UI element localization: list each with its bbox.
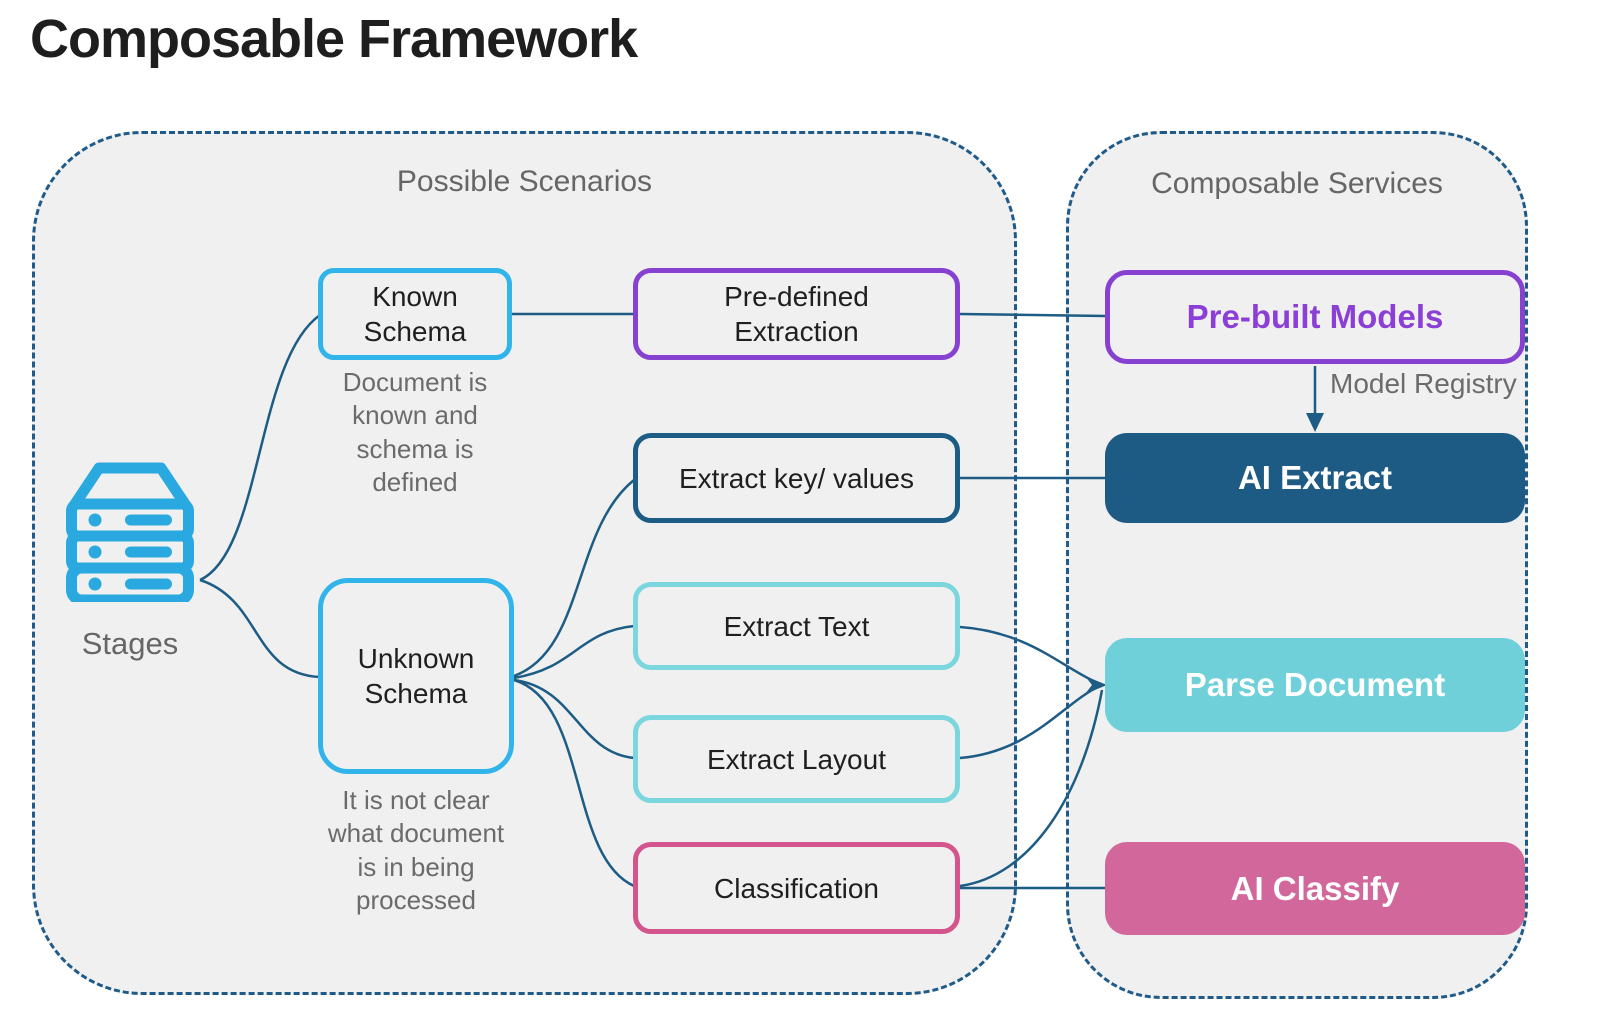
connector-unknown-schema-extract-layout	[513, 678, 635, 760]
stages-label: Stages	[81, 626, 179, 661]
connector-extract-text-parse-document	[959, 625, 1101, 686]
connector-extract-layout-parse-document	[959, 684, 1101, 760]
node-predefined-extraction: Pre-defined Extraction	[633, 268, 960, 360]
connector-predefined-extraction-prebuilt-models	[959, 312, 1106, 318]
node-prebuilt-models: Pre-built Models	[1105, 270, 1525, 364]
connector-unknown-schema-extract-key-values	[513, 479, 635, 678]
connector-unknown-schema-classification	[513, 678, 635, 888]
node-extract-key-values: Extract key/ values	[633, 433, 960, 523]
connector-unknown-schema-extract-text	[513, 624, 635, 680]
node-extract-text: Extract Text	[633, 582, 960, 670]
known-schema-caption: Document is known and schema is defined	[342, 367, 488, 497]
possible-scenarios-label: Possible Scenarios	[396, 165, 653, 198]
model-registry-label: Model Registry	[1330, 368, 1517, 399]
node-ai-extract: AI Extract	[1105, 433, 1525, 523]
node-known-schema: Known Schema	[318, 268, 512, 360]
connector-classification-parse-document	[959, 689, 1104, 888]
node-extract-layout: Extract Layout	[633, 715, 960, 803]
node-ai-classify: AI Classify	[1105, 842, 1525, 935]
connector-stages-unknown-schema	[199, 578, 321, 679]
server-stack-icon	[66, 462, 194, 602]
node-parse-document: Parse Document	[1105, 638, 1525, 732]
unknown-schema-caption: It is not clear what document is in bein…	[327, 785, 505, 915]
arrowhead-parse-document	[1085, 676, 1107, 694]
composable-services-label: Composable Services	[1151, 167, 1443, 200]
node-classification: Classification	[633, 842, 960, 934]
page-title: Composable Framework	[30, 9, 638, 69]
arrowhead-model-registry	[1306, 413, 1324, 432]
connector-stages-known-schema	[199, 313, 321, 582]
node-unknown-schema: Unknown Schema	[318, 578, 514, 774]
